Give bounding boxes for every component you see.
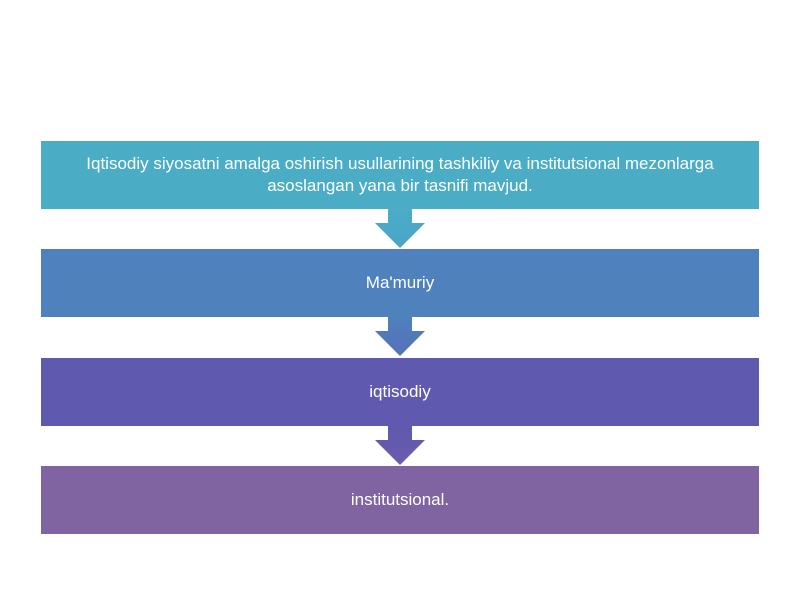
step-text-intro: Iqtisodiy siyosatni amalga oshirish usul…	[86, 154, 714, 195]
step-box-administrative: Ma'muriy	[41, 249, 759, 317]
step-text-institutional: institutsional.	[350, 490, 450, 509]
arrow-shape-0	[375, 209, 425, 248]
step-text-administrative: Ma'muriy	[365, 273, 435, 292]
step-box-institutional: institutsional.	[41, 466, 759, 534]
step-box-intro: Iqtisodiy siyosatni amalga oshirish usul…	[41, 141, 759, 209]
down-arrow-icon	[375, 317, 425, 356]
step-box-economic: iqtisodiy	[41, 358, 759, 426]
down-arrow-icon	[375, 209, 425, 248]
arrow-shape-1	[375, 317, 425, 356]
arrow-shape-2	[375, 426, 425, 465]
down-arrow-icon	[375, 426, 425, 465]
step-text-economic: iqtisodiy	[369, 382, 431, 401]
